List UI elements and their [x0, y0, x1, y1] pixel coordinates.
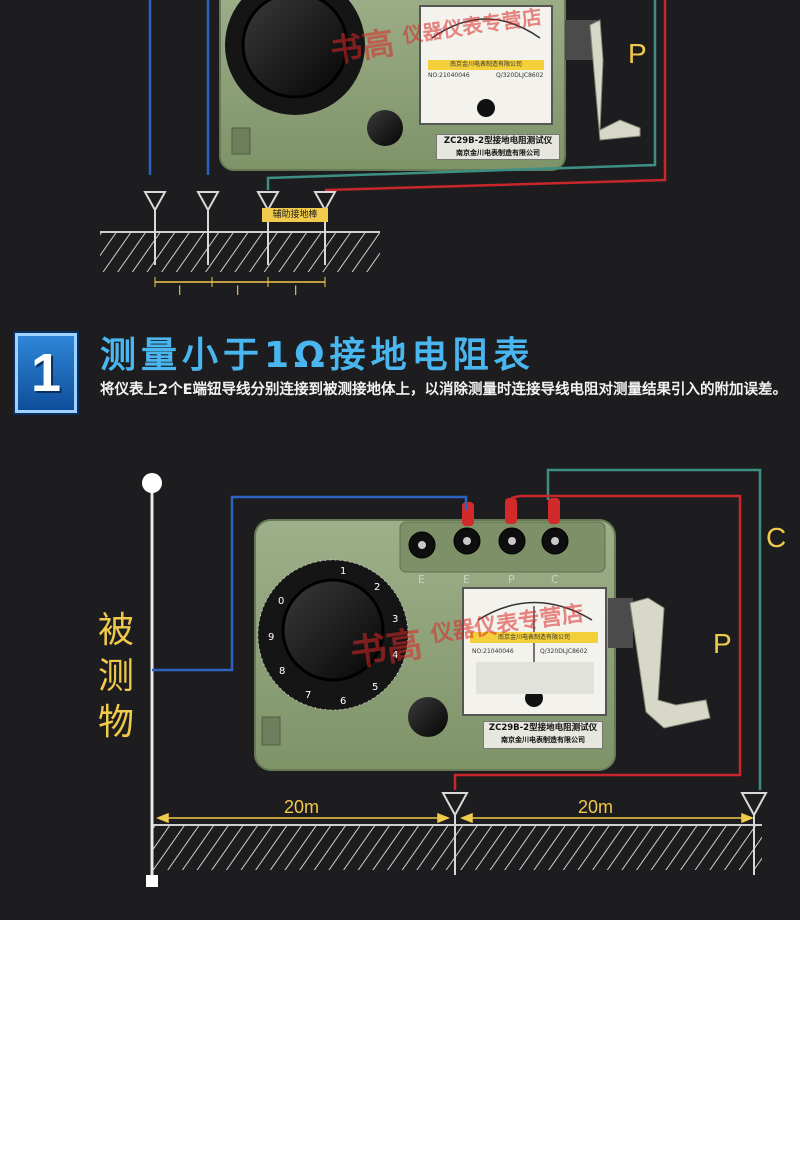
top-spacing-3: l: [294, 284, 298, 298]
dial-number: 7: [305, 690, 312, 701]
distance-right-label: 20m: [578, 797, 614, 817]
bottom-wires: [152, 468, 762, 790]
wire-p-red: [453, 494, 742, 790]
bottom-nameplate: ZC29B-2型接地电阻测试仪 南京金川电表制造有限公司: [483, 721, 603, 749]
diagram-stage: P 辅助接地棒 l l l ZC29B-2型接地电阻测试仪 南京金川电表制造有限…: [0, 0, 800, 920]
meter-no: NO:21040046: [472, 648, 514, 655]
dial-number: 3: [392, 614, 399, 625]
bottom-logo-icon: [261, 716, 281, 746]
section-number: 1: [30, 343, 62, 403]
top-nameplate: ZC29B-2型接地电阻测试仪 南京金川电表制造有限公司: [436, 134, 560, 160]
object-base-icon: [146, 875, 158, 887]
dial-number: 4: [392, 650, 399, 661]
multiplier-knob-icon: [408, 697, 448, 737]
top-meter-no: NO:21040046: [428, 72, 470, 79]
distance-left-label: 20m: [284, 797, 320, 817]
wiring-illustration: [100, 0, 768, 887]
spike-c-icon: [740, 792, 768, 818]
top-knob-icon: [367, 110, 403, 146]
dial-number: 0: [278, 596, 285, 607]
bottom-tester: [254, 498, 711, 771]
watermark-name: 书高: [347, 623, 426, 675]
top-meter-company: 南京金川电表制造有限公司: [428, 60, 544, 70]
spike-p-icon: [441, 792, 469, 818]
section-number-badge: 1: [15, 333, 77, 413]
red-clip-icon: [505, 498, 517, 524]
meter-company: 南京金川电表制造有限公司: [470, 632, 598, 643]
wire-c-green: [546, 468, 762, 790]
terminal-letter-e1: E: [418, 573, 425, 586]
bottom-spikes: [441, 792, 768, 875]
top-meter-std: Q/320DLJC8602: [496, 72, 544, 79]
watermark-name: 书高: [327, 23, 397, 71]
dial-number: 8: [279, 666, 286, 677]
top-tester: [219, 0, 641, 171]
plate-maker: 南京金川电表制造有限公司: [501, 736, 585, 744]
dial-number: 2: [374, 582, 381, 593]
dial-knob-icon: [281, 578, 385, 682]
plate-model: ZC29B-2型接地电阻测试仪: [488, 723, 598, 733]
dial-number: 6: [340, 696, 347, 707]
distance-arrows: [155, 812, 755, 824]
red-clip-icon: [462, 502, 474, 526]
top-logo-icon: [231, 127, 251, 155]
measured-object-label: 被测物: [98, 610, 135, 743]
section-title: 测量小于1Ω接地电阻表: [100, 335, 535, 376]
top-plate-model: ZC29B-2型接地电阻测试仪: [443, 136, 553, 146]
section-description: 将仪表上2个E端钮导线分别连接到被测接地体上，以消除测量时连接导线电阻对测量结果…: [100, 382, 787, 398]
top-spike-label: 辅助接地棒: [262, 208, 328, 222]
dial-number: 1: [340, 566, 347, 577]
top-wires: [148, 0, 667, 192]
terminal-letter-p: P: [508, 573, 515, 586]
wire-label-c: C: [766, 522, 787, 553]
meter-std: Q/320DLJC8602: [540, 648, 588, 655]
top-crank-icon: [589, 19, 641, 141]
red-clip-icon: [548, 498, 560, 524]
wire-label-p: P: [713, 628, 732, 659]
object-top-icon: [142, 473, 162, 493]
dial-number: 9: [268, 632, 275, 643]
bottom-ground: [152, 824, 762, 870]
measured-object: [142, 473, 162, 887]
hand-crank-icon: [629, 597, 711, 729]
terminal-letter-c: C: [551, 573, 559, 586]
wire-e-blue: [152, 495, 468, 672]
top-wire-label-p: P: [628, 38, 647, 69]
top-plate-maker: 南京金川电表制造有限公司: [456, 149, 540, 157]
top-spacing-1: l: [178, 284, 182, 298]
top-spacing-2: l: [236, 284, 240, 298]
dial-number: 5: [372, 682, 379, 693]
terminal-letter-e2: E: [463, 573, 470, 586]
top-ground: [100, 191, 380, 287]
